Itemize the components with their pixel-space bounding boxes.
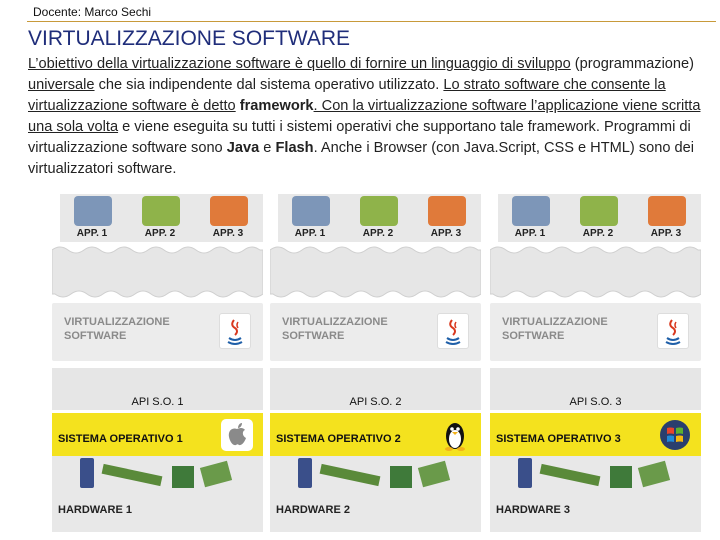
apple-icon: [221, 419, 253, 451]
hardware-components-icon: [80, 458, 233, 488]
virtualization-line-1: VIRTUALIZZAZIONE: [64, 316, 170, 328]
text-underlined: . Con la virtualizzazione software l’app…: [28, 98, 701, 135]
text-bold: Flash: [275, 140, 314, 156]
hardware-components-icon: [298, 458, 451, 488]
operating-system-label: SISTEMA OPERATIVO 3: [496, 433, 621, 445]
text-plain: (programmazione): [574, 56, 695, 72]
app-3-icon: [428, 196, 466, 226]
app-3-icon: [210, 196, 248, 226]
text-plain: e: [263, 140, 272, 156]
operating-system-bar: SISTEMA OPERATIVO 1: [52, 413, 263, 461]
app-1: APP. 1: [60, 194, 124, 242]
slide-title: VIRTUALIZZAZIONE SOFTWARE: [28, 27, 351, 50]
virtualization-line-1: VIRTUALIZZAZIONE: [282, 316, 388, 328]
app-2-label: APP. 2: [144, 228, 176, 239]
stack-column-3: APP. 1 APP. 2 APP. 3 VIRTUALIZZAZIONE SO…: [488, 188, 701, 540]
virtualization-software-box: VIRTUALIZZAZIONE SOFTWARE: [52, 303, 263, 361]
app-2: APP. 2: [346, 194, 410, 242]
linux-penguin-icon: [445, 423, 465, 451]
app-2: APP. 2: [566, 194, 630, 242]
java-icon: [219, 313, 251, 349]
teacher-label: Docente: Marco Sechi: [33, 5, 152, 19]
apps-row: APP. 1 APP. 2 APP. 3: [278, 194, 481, 242]
app-3: APP. 3: [196, 194, 260, 242]
apps-row: APP. 1 APP. 2 APP. 3: [60, 194, 263, 242]
operating-system-bar: SISTEMA OPERATIVO 3: [490, 413, 701, 461]
app-3-label: APP. 3: [430, 228, 462, 239]
virtualization-line-1: VIRTUALIZZAZIONE: [502, 316, 608, 328]
app-2: APP. 2: [128, 194, 192, 242]
operating-system-bar: SISTEMA OPERATIVO 2: [270, 413, 481, 461]
hardware-label: HARDWARE 1: [58, 504, 132, 516]
text-underlined: L’obiettivo della virtualizzazione softw…: [28, 56, 571, 72]
stack-column-1: APP. 1 APP. 2 APP. 3 VIRTUALIZZAZIONE SO…: [50, 188, 263, 540]
app-1-icon: [74, 196, 112, 226]
app-2-label: APP. 2: [582, 228, 614, 239]
hardware-layer: HARDWARE 1: [52, 456, 263, 532]
app-2-icon: [360, 196, 398, 226]
hardware-components-icon: [518, 458, 671, 488]
app-interface-wave: [52, 246, 263, 298]
app-3-label: APP. 3: [650, 228, 682, 239]
text-underlined: Lo strato software che consente la virtu…: [28, 77, 666, 114]
os-api-label: API S.O. 3: [569, 396, 622, 408]
os-api-label: API S.O. 1: [131, 396, 184, 408]
windows-icon: [660, 420, 690, 450]
text-bold: Java: [226, 140, 260, 156]
os-api-layer: API S.O. 2: [270, 368, 481, 410]
app-3-icon: [648, 196, 686, 226]
app-2-icon: [142, 196, 180, 226]
text-plain: e viene eseguita su tutti i sistemi oper…: [28, 119, 691, 156]
app-1: APP. 1: [278, 194, 342, 242]
os-api-label: API S.O. 2: [349, 396, 402, 408]
app-3-label: APP. 3: [212, 228, 244, 239]
app-1-icon: [512, 196, 550, 226]
os-api-layer: API S.O. 1: [52, 368, 263, 410]
operating-system-label: SISTEMA OPERATIVO 1: [58, 433, 183, 445]
virtualization-diagram: APP. 1 APP. 2 APP. 3 VIRTUALIZZAZIONE SO…: [0, 188, 720, 540]
slide-paragraph: L’obiettivo della virtualizzazione softw…: [28, 54, 714, 180]
app-interface-wave: [270, 246, 481, 298]
app-2-icon: [580, 196, 618, 226]
app-1-label: APP. 1: [514, 228, 546, 239]
text-plain: . Anche i Browser (con Java.Script, CSS …: [28, 140, 694, 177]
java-icon: [437, 313, 469, 349]
text-bold: framework: [239, 98, 314, 114]
app-interface-wave: [490, 246, 701, 298]
app-3: APP. 3: [634, 194, 698, 242]
virtualization-line-2: SOFTWARE: [502, 330, 565, 342]
os-api-layer: API S.O. 3: [490, 368, 701, 410]
app-1-label: APP. 1: [76, 228, 108, 239]
hardware-layer: HARDWARE 2: [270, 456, 481, 532]
app-1-icon: [292, 196, 330, 226]
hardware-layer: HARDWARE 3: [490, 456, 701, 532]
text-underlined: universale: [28, 77, 95, 93]
slide-header: Docente: Marco Sechi: [0, 0, 720, 22]
hardware-label: HARDWARE 3: [496, 504, 570, 516]
text-plain: che sia indipendente dal sistema operati…: [98, 77, 440, 93]
virtualization-line-2: SOFTWARE: [282, 330, 345, 342]
app-1: APP. 1: [498, 194, 562, 242]
virtualization-label: VIRTUALIZZAZIONE SOFTWARE: [282, 315, 388, 343]
header-divider: [27, 21, 716, 22]
app-1-label: APP. 1: [294, 228, 326, 239]
apps-row: APP. 1 APP. 2 APP. 3: [498, 194, 701, 242]
stack-column-2: APP. 1 APP. 2 APP. 3 VIRTUALIZZAZIONE SO…: [268, 188, 481, 540]
virtualization-label: VIRTUALIZZAZIONE SOFTWARE: [64, 315, 170, 343]
virtualization-software-box: VIRTUALIZZAZIONE SOFTWARE: [490, 303, 701, 361]
hardware-label: HARDWARE 2: [276, 504, 350, 516]
app-3: APP. 3: [414, 194, 478, 242]
java-icon: [657, 313, 689, 349]
virtualization-software-box: VIRTUALIZZAZIONE SOFTWARE: [270, 303, 481, 361]
virtualization-label: VIRTUALIZZAZIONE SOFTWARE: [502, 315, 608, 343]
app-2-label: APP. 2: [362, 228, 394, 239]
operating-system-label: SISTEMA OPERATIVO 2: [276, 433, 401, 445]
virtualization-line-2: SOFTWARE: [64, 330, 127, 342]
